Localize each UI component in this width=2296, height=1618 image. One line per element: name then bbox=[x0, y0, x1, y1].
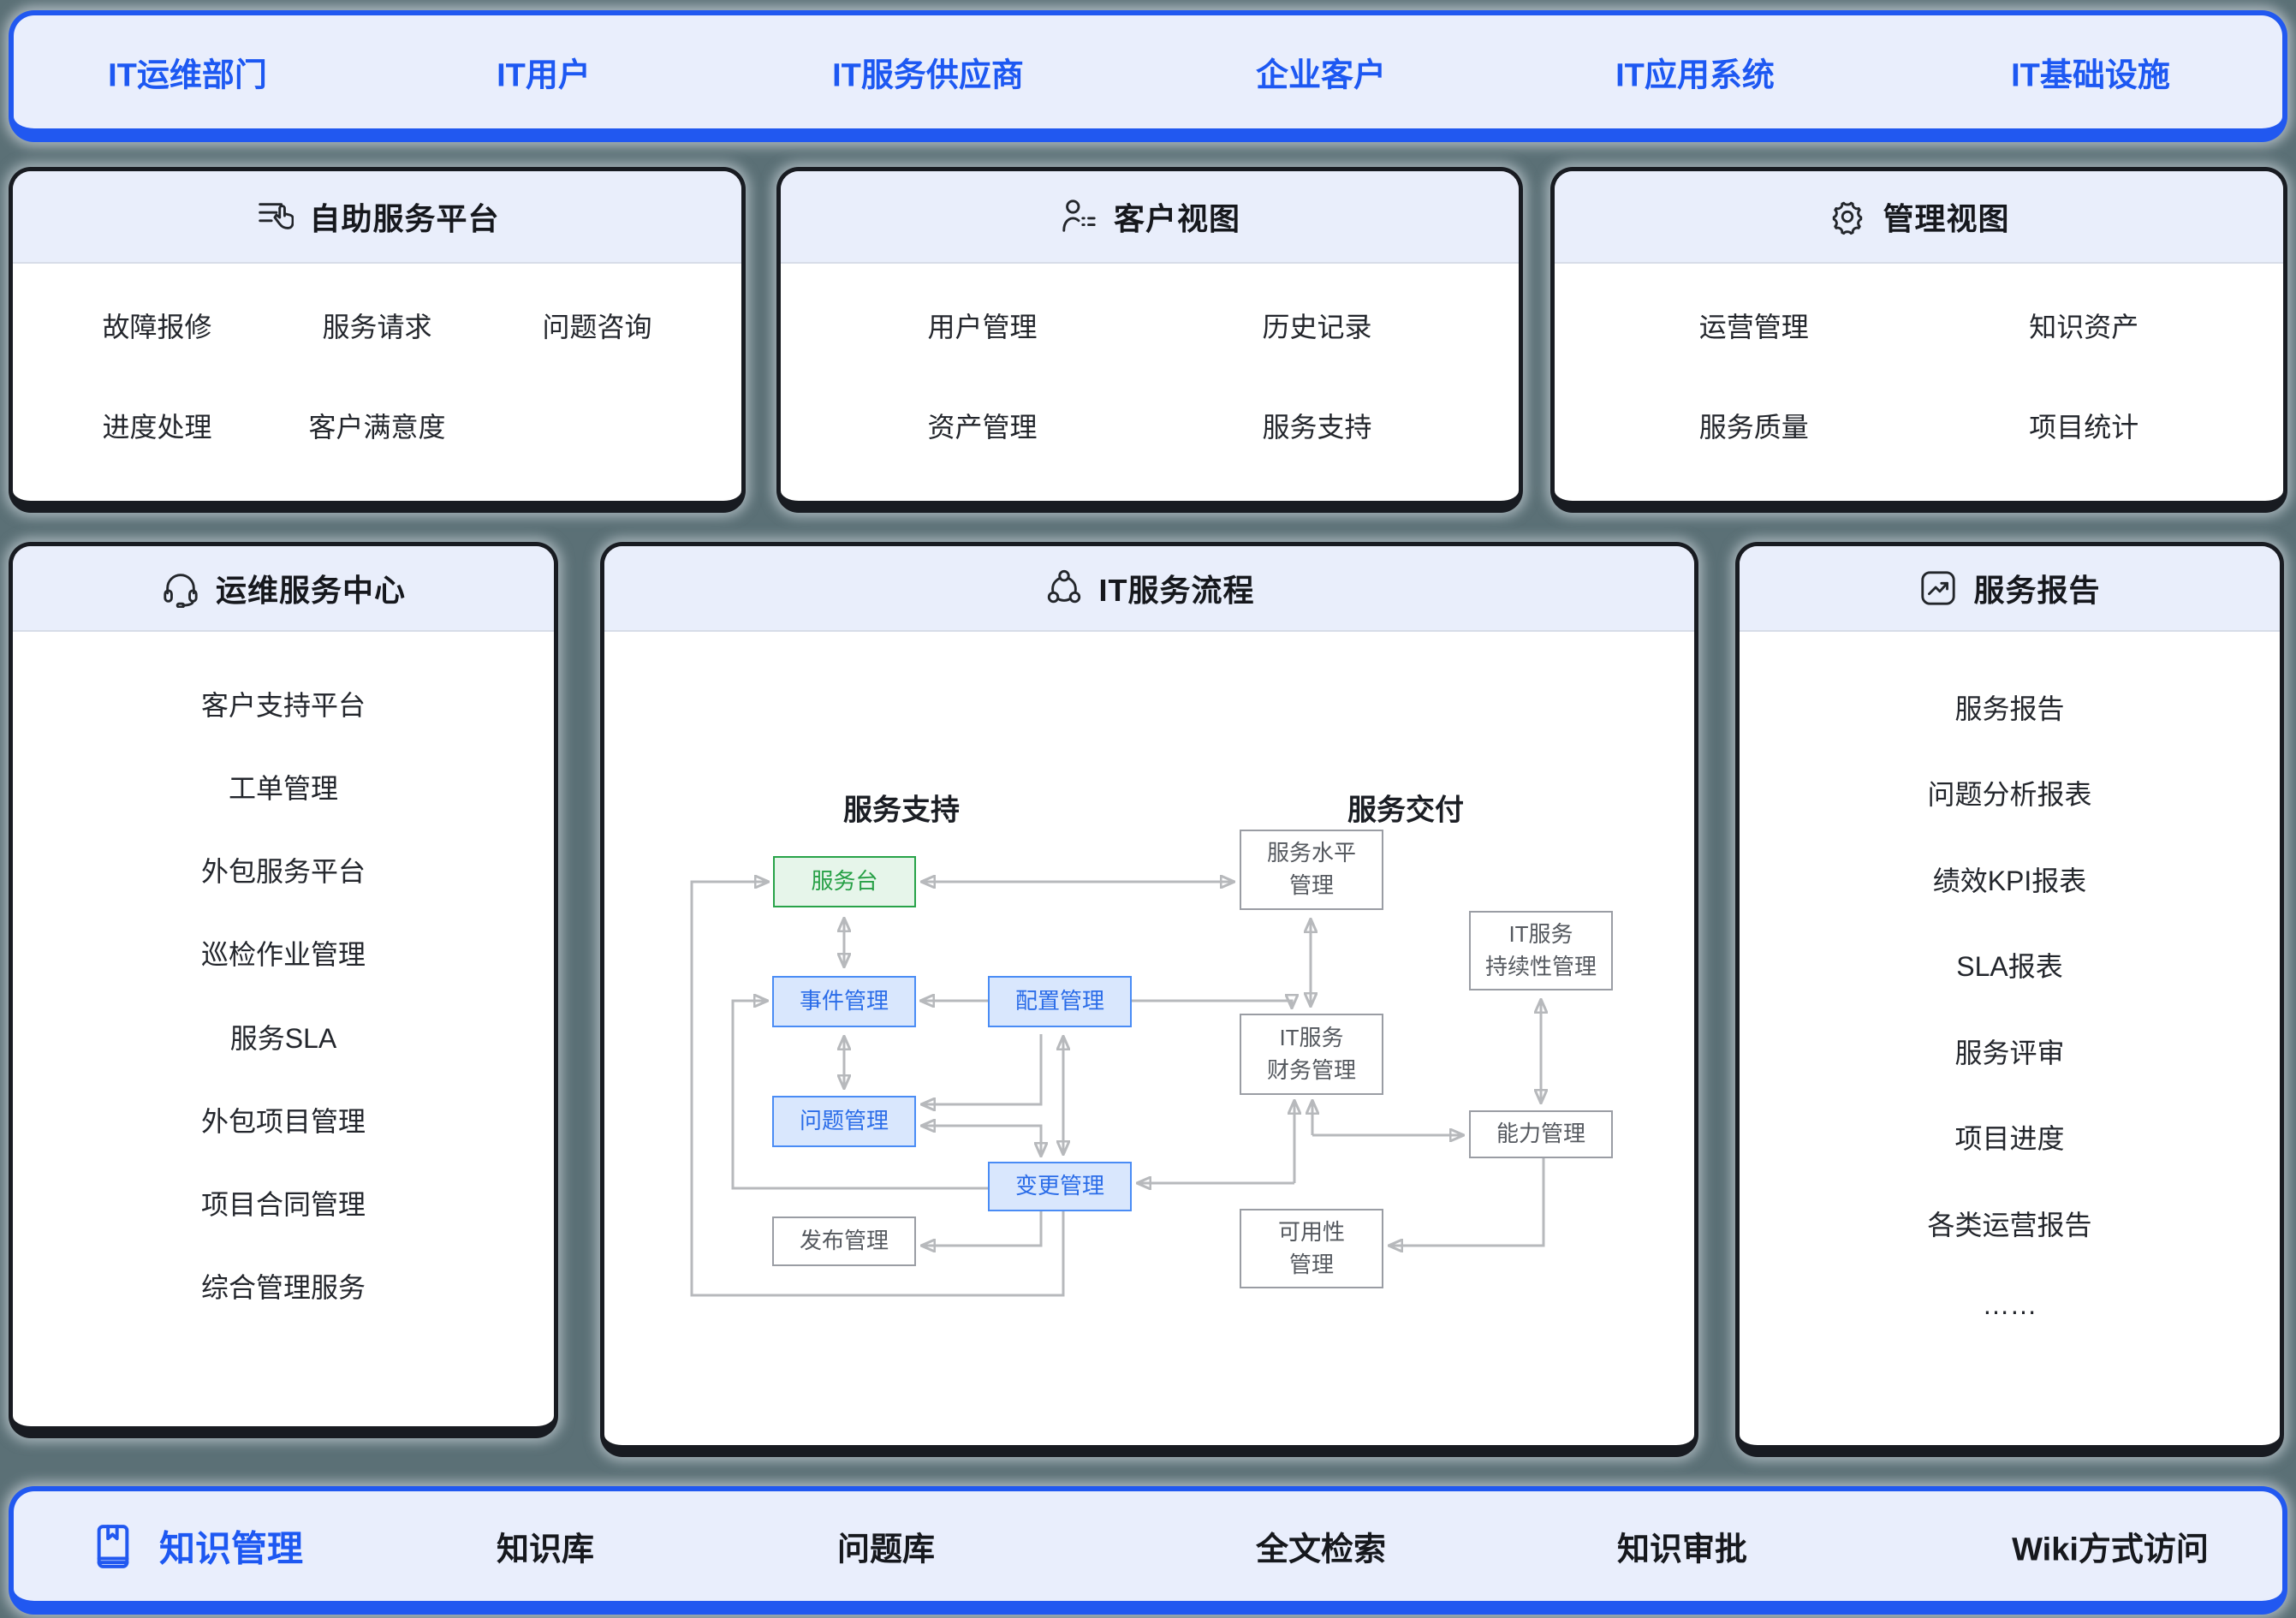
flow-node-incident-mgmt: 事件管理 bbox=[772, 976, 916, 1027]
it-service-process-panel: IT服务流程 服务支持 bbox=[600, 542, 1698, 1457]
self-service-title: 自助服务平台 bbox=[309, 201, 500, 236]
item-kpi-report: 绩效KPI报表 bbox=[1932, 865, 2087, 896]
item-progress: 进度处理 bbox=[102, 411, 212, 443]
stakeholder-it-apps: IT应用系统 bbox=[1615, 57, 1775, 94]
stakeholder-it-suppliers: IT服务供应商 bbox=[832, 57, 1024, 94]
form-pointer-icon bbox=[254, 197, 294, 236]
flow-node-service-desk: 服务台 bbox=[773, 856, 916, 907]
flow-node-it-continuity-mgmt: IT服务 持续性管理 bbox=[1469, 911, 1613, 990]
stakeholders-bar: IT运维部门 IT用户 IT服务供应商 企业客户 IT应用系统 IT基础设施 bbox=[9, 10, 2287, 142]
item-problem-analysis: 问题分析报表 bbox=[1927, 779, 2092, 811]
it-service-process-header: IT服务流程 bbox=[604, 546, 1694, 632]
flow-node-change-mgmt: 变更管理 bbox=[988, 1162, 1132, 1211]
customer-view-items: 用户管理 历史记录 资产管理 服务支持 bbox=[781, 264, 1519, 501]
flow-node-it-finance-mgmt: IT服务 财务管理 bbox=[1240, 1014, 1383, 1095]
item-service-supp: 服务支持 bbox=[1262, 411, 1372, 443]
ops-service-center-header: 运维服务中心 bbox=[13, 546, 554, 632]
trend-chart-icon bbox=[1918, 568, 1958, 608]
item-ellipsis: …… bbox=[1982, 1289, 2037, 1321]
item-service-sla: 服务SLA bbox=[229, 1022, 337, 1054]
service-report-title: 服务报告 bbox=[1973, 573, 2101, 608]
group-label-service-support: 服务支持 bbox=[843, 794, 960, 827]
item-service-report: 服务报告 bbox=[1954, 693, 2065, 724]
management-view-items: 运营管理 知识资产 服务质量 项目统计 bbox=[1555, 264, 2283, 501]
flow-node-capacity-mgmt: 能力管理 bbox=[1469, 1110, 1613, 1158]
item-operation-mgmt: 运营管理 bbox=[1698, 312, 1809, 343]
flow-node-availability-mgmt: 可用性 管理 bbox=[1240, 1209, 1383, 1288]
customer-view-card: 客户视图 用户管理 历史记录 资产管理 服务支持 bbox=[776, 167, 1523, 513]
stakeholder-it-users: IT用户 bbox=[497, 57, 591, 94]
item-question-consult: 问题咨询 bbox=[542, 312, 652, 343]
flow-node-service-level-mgmt: 服务水平 管理 bbox=[1240, 830, 1383, 910]
item-fulltext-search: 全文检索 bbox=[1255, 1532, 1387, 1568]
book-icon bbox=[89, 1522, 137, 1570]
management-view-header: 管理视图 bbox=[1555, 171, 2283, 264]
item-project-progress: 项目进度 bbox=[1954, 1123, 2065, 1155]
item-project-stats: 项目统计 bbox=[2029, 411, 2139, 443]
item-knowledge-approval: 知识审批 bbox=[1616, 1532, 1748, 1568]
item-customer-support-platform: 客户支持平台 bbox=[200, 690, 366, 722]
it-service-process-title: IT服务流程 bbox=[1098, 573, 1255, 608]
knowledge-management-title: 知识管理 bbox=[159, 1528, 304, 1569]
flow-node-problem-mgmt: 问题管理 bbox=[772, 1096, 916, 1147]
item-history: 历史记录 bbox=[1262, 312, 1372, 343]
stakeholder-it-ops-dept: IT运维部门 bbox=[108, 57, 267, 94]
item-knowledge-asset: 知识资产 bbox=[2029, 312, 2139, 343]
item-outsourcing-project-mgmt: 外包项目管理 bbox=[200, 1105, 366, 1137]
headset-icon bbox=[161, 568, 200, 608]
item-fault-report: 故障报修 bbox=[102, 312, 212, 343]
item-sla-report: SLA报表 bbox=[1956, 951, 2063, 983]
knowledge-management-bar: 知识管理 知识库 问题库 全文检索 知识审批 Wiki方式访问 bbox=[9, 1486, 2287, 1615]
self-service-header: 自助服务平台 bbox=[13, 171, 741, 264]
item-integrated-mgmt-service: 综合管理服务 bbox=[200, 1271, 366, 1303]
item-service-quality: 服务质量 bbox=[1698, 411, 1809, 443]
flow-node-release-mgmt: 发布管理 bbox=[772, 1216, 916, 1266]
self-service-card: 自助服务平台 故障报修 服务请求 问题咨询 进度处理 客户满意度 bbox=[9, 167, 746, 513]
item-knowledge-base: 知识库 bbox=[496, 1532, 595, 1568]
service-report-items: 服务报告 问题分析报表 绩效KPI报表 SLA报表 服务评审 项目进度 各类运营… bbox=[1740, 632, 2280, 1445]
item-wiki-access: Wiki方式访问 bbox=[2012, 1532, 2209, 1568]
item-service-review: 服务评审 bbox=[1954, 1037, 2065, 1068]
item-operation-reports: 各类运营报告 bbox=[1927, 1209, 2092, 1240]
service-report-panel: 服务报告 服务报告 问题分析报表 绩效KPI报表 SLA报表 服务评审 项目进度… bbox=[1735, 542, 2284, 1457]
stakeholder-it-infra: IT基础设施 bbox=[2011, 57, 2170, 94]
management-view-title: 管理视图 bbox=[1883, 201, 2010, 236]
item-user-mgmt: 用户管理 bbox=[927, 312, 1038, 343]
ops-service-center-title: 运维服务中心 bbox=[215, 573, 406, 608]
group-label-service-delivery: 服务交付 bbox=[1347, 794, 1464, 827]
self-service-items: 故障报修 服务请求 问题咨询 进度处理 客户满意度 bbox=[13, 264, 741, 501]
service-report-header: 服务报告 bbox=[1740, 546, 2280, 632]
item-problem-base: 问题库 bbox=[836, 1532, 936, 1568]
item-inspection-mgmt: 巡检作业管理 bbox=[200, 939, 366, 971]
flow-node-config-mgmt: 配置管理 bbox=[988, 976, 1132, 1027]
gear-icon bbox=[1828, 197, 1867, 236]
ops-service-center-panel: 运维服务中心 客户支持平台 工单管理 外包服务平台 巡检作业管理 服务SLA 外… bbox=[9, 542, 558, 1438]
item-service-request: 服务请求 bbox=[322, 312, 432, 343]
item-outsourcing-platform: 外包服务平台 bbox=[200, 856, 366, 888]
item-asset-mgmt: 资产管理 bbox=[927, 411, 1038, 443]
flow-arrows bbox=[690, 632, 1698, 1297]
ops-service-center-items: 客户支持平台 工单管理 外包服务平台 巡检作业管理 服务SLA 外包项目管理 项… bbox=[13, 632, 554, 1426]
item-project-contract-mgmt: 项目合同管理 bbox=[200, 1188, 366, 1220]
person-list-icon bbox=[1059, 197, 1098, 236]
flowchart: 服务支持 服务交付 服务台 事件管理 问题管理 发布管理 配置管理 变更管理 服… bbox=[604, 632, 1694, 1445]
stakeholder-enterprise: 企业客户 bbox=[1255, 57, 1387, 94]
share-nodes-icon bbox=[1044, 568, 1084, 608]
knowledge-management-group: 知识管理 bbox=[89, 1520, 303, 1573]
item-satisfaction: 客户满意度 bbox=[308, 411, 446, 443]
customer-view-header: 客户视图 bbox=[781, 171, 1519, 264]
management-view-card: 管理视图 运营管理 知识资产 服务质量 项目统计 bbox=[1550, 167, 2287, 513]
customer-view-title: 客户视图 bbox=[1113, 201, 1240, 236]
item-ticket-mgmt: 工单管理 bbox=[228, 773, 338, 805]
